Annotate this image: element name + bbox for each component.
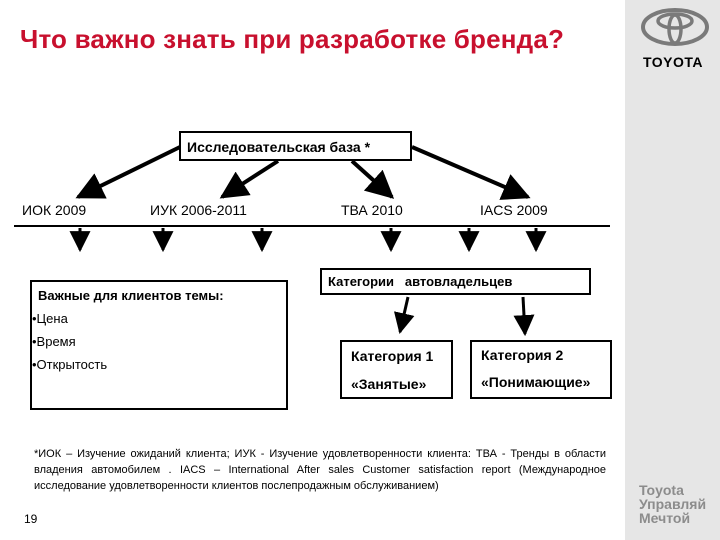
slogan-line: Toyota (639, 482, 684, 498)
study-label: ИУК 2006-2011 (150, 202, 247, 218)
category-1-box: Категория 1 «Занятые» (340, 340, 453, 399)
owner-categories-box: Категории автовладельцев (320, 268, 591, 295)
connector-arrow (350, 159, 395, 199)
category-2-subtitle: «Понимающие» (481, 374, 591, 390)
category-1-title: Категория 1 (351, 348, 434, 364)
slogan-line: Мечтой (639, 510, 691, 526)
study-label: ТВА 2010 (341, 202, 403, 218)
page-title: Что важно знать при разработке бренда? (20, 24, 565, 54)
footnote: *ИОК – Изучение ожиданий клиента; ИУК - … (34, 448, 606, 492)
connector-arrow (75, 145, 181, 199)
category-2-box: Категория 2 «Понимающие» (470, 340, 612, 399)
topic-item: •Открытость (32, 357, 108, 372)
study-label: ИОК 2009 (22, 202, 87, 218)
topic-item: •Время (32, 334, 76, 349)
topic-item: •Цена (32, 311, 68, 326)
sidebar-panel (625, 0, 720, 540)
connector-arrow (393, 296, 415, 335)
toyota-emblem-icon (641, 8, 709, 46)
category-1-subtitle: «Занятые» (351, 376, 427, 392)
brand-slogan: Toyota Управляй Мечтой (639, 483, 706, 525)
research-base-box: Исследовательская база * (179, 131, 412, 161)
research-base-label: Исследовательская база * (187, 139, 371, 155)
owner-categories-title: Категории автовладельцев (328, 274, 513, 289)
study-label: IACS 2009 (480, 202, 548, 218)
topics-title: Важные для клиентов темы: (38, 288, 224, 303)
connector-arrow (219, 159, 280, 199)
client-topics-box: Важные для клиентов темы: •Цена •Время •… (30, 280, 288, 410)
slogan-line: Управляй (639, 496, 707, 512)
category-2-title: Категория 2 (481, 347, 564, 363)
connector-arrow (411, 145, 531, 200)
page-number: 19 (24, 512, 38, 526)
connector-arrow (513, 296, 535, 337)
brand-wordmark: TOYOTA (642, 54, 704, 70)
